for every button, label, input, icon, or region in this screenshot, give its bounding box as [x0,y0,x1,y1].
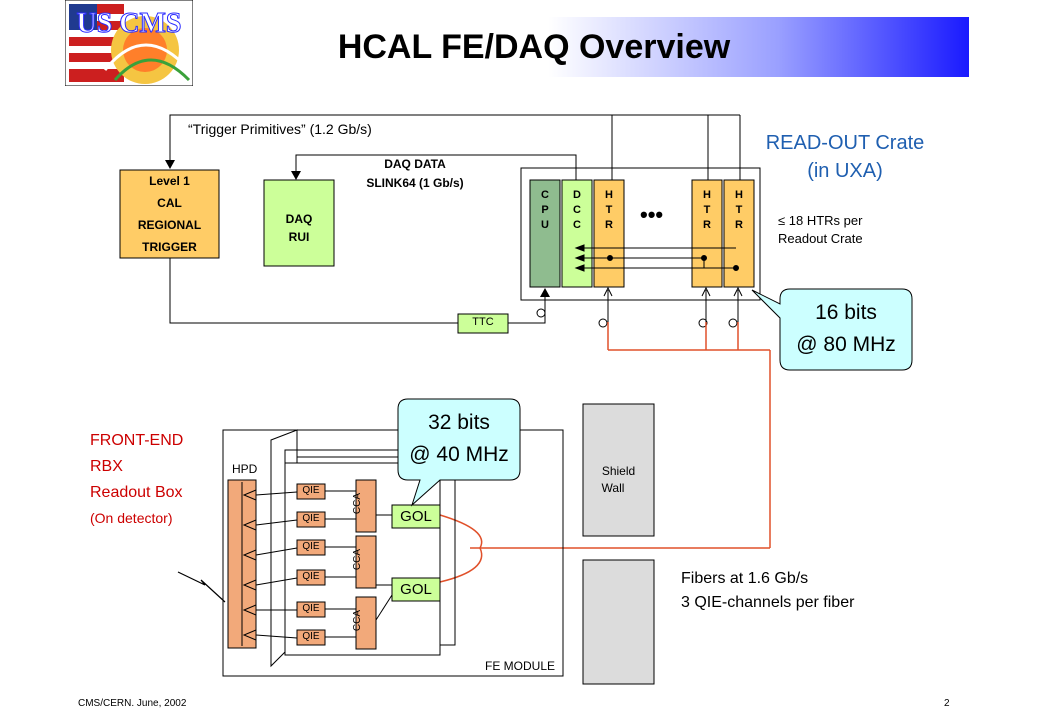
logo-text: US CMS [76,8,181,39]
callout-40mhz: @ 40 MHz [409,443,509,466]
crate-title-2: (in UXA) [807,160,883,182]
daq-data-label: DAQ DATA [384,157,446,171]
ttc-line [169,258,458,324]
qie-label: QIE [302,603,320,614]
cca-box [355,596,377,650]
crate-title-1: READ-OUT Crate [765,132,925,154]
frontend-line-1: FRONT-END [90,432,184,449]
page-number: 2 [944,698,950,709]
readout-crate-frame [520,167,761,301]
footer-credit: CMS/CERN. June, 2002 [78,698,187,709]
fe-module-label: FE MODULE [485,659,556,673]
daq-rui-line-2: RUI [288,230,310,244]
cca-label: CCA [352,548,364,571]
dcc-card [561,179,593,288]
l1-line-2: CAL [157,196,182,210]
us-cms-logo: US CMS [65,0,193,86]
title-bar [204,17,969,77]
callout-16bits-shape [751,288,913,371]
slink-label: SLINK64 (1 Gb/s) [366,176,464,190]
particle-hit-icon [177,571,226,603]
shield-label-2: Wall [601,481,625,495]
ttc-label: TTC [472,316,494,328]
callout-32bits: 32 bits [428,411,490,434]
htr-ellipsis: ••• [640,202,664,227]
fibers-line-1: Fibers at 1.6 Gb/s [681,570,809,587]
rbx-frame [222,429,564,677]
qie-label: QIE [302,571,320,582]
l1-line-4: TRIGGER [142,240,197,254]
callout-80mhz: @ 80 MHz [796,333,896,356]
daq-data-line [295,154,577,180]
gol-box-2 [391,577,441,602]
cpu-card [529,179,561,288]
readout-crate-note: Readout Crate [778,231,863,246]
callout-32bits-shape [397,398,521,507]
cca-box [355,479,377,533]
qie-label: QIE [302,631,320,642]
shield-wall-upper [582,403,655,537]
daq-rui-box [263,179,335,267]
l1-box [119,169,220,259]
frontend-line-2: RBX [90,458,123,475]
shield-label-1: Shield [601,464,636,478]
htr-count-note: ≤ 18 HTRs per [778,213,863,228]
qie-label: QIE [302,485,320,496]
frontend-line-4: (On detector) [90,510,173,526]
fibers-line-2: 3 QIE-channels per fiber [681,594,855,611]
qie-label: QIE [302,513,320,524]
hpd-label: HPD [232,462,258,476]
trigger-primitives-line [169,114,613,180]
shield-wall-lower [582,559,655,685]
gol-label-2: GOL [400,581,432,598]
l1-line-1: Level 1 [149,174,190,188]
htr-card-2 [691,179,723,288]
l1-line-3: REGIONAL [137,218,202,232]
gol-label-1: GOL [400,508,432,525]
cca-label: CCA [352,492,364,515]
frontend-line-3: Readout Box [90,484,183,501]
htr-card-1 [593,179,625,288]
page-title: HCAL FE/DAQ Overview [337,28,731,66]
daq-rui-line-1: DAQ [285,212,313,226]
htr-card-3 [723,179,755,288]
cca-box [355,535,377,589]
trigger-primitives-label: “Trigger Primitives” (1.2 Gb/s) [188,121,372,137]
cca-label: CCA [352,609,364,632]
gol-box-1 [391,504,441,529]
qie-label: QIE [302,541,320,552]
callout-16bits: 16 bits [815,301,877,324]
